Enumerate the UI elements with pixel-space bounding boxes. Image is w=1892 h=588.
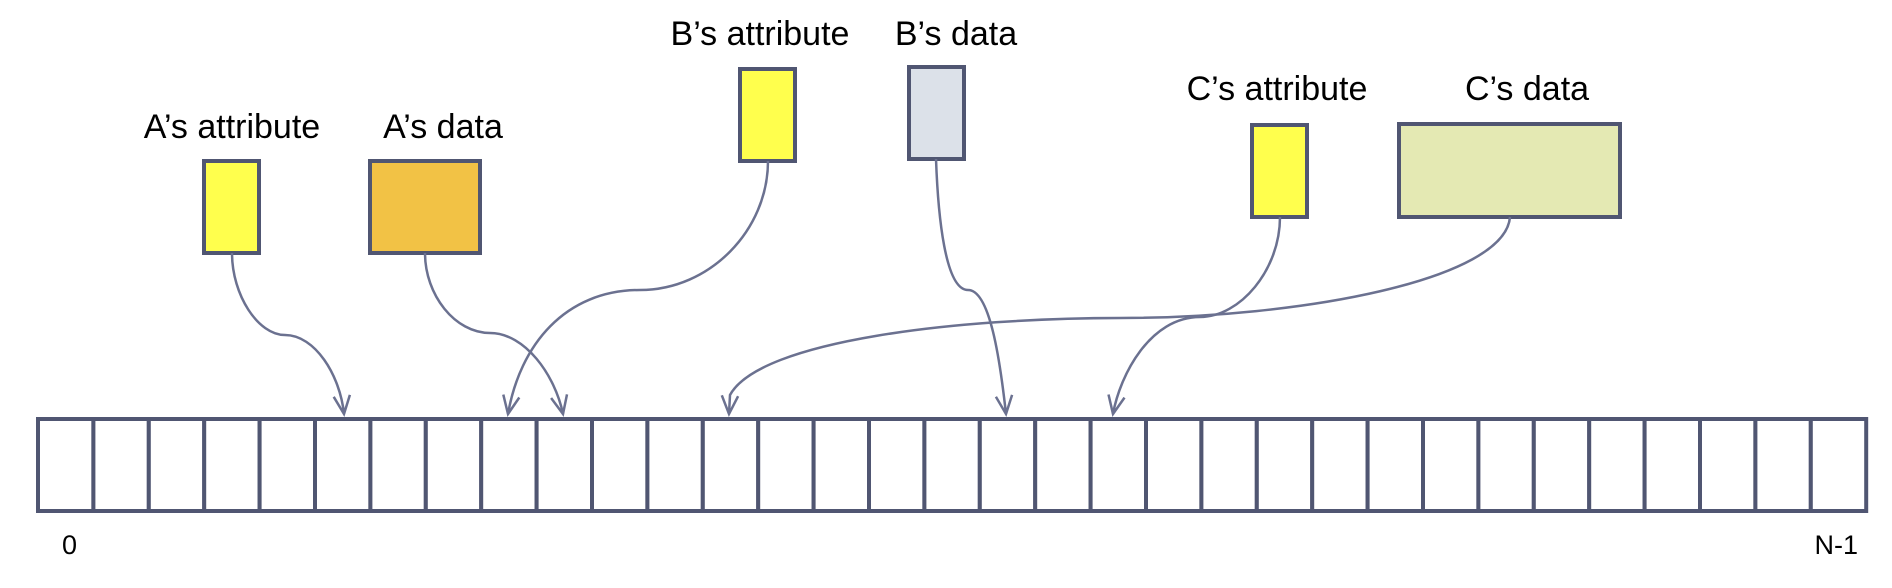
a-attribute-label: A’s attribute <box>144 108 320 146</box>
memory-cell <box>1033 417 1093 513</box>
arrowhead-icon <box>1107 394 1126 418</box>
memory-cell <box>1310 417 1370 513</box>
arrowhead-icon <box>550 394 569 417</box>
memory-cell <box>313 417 373 513</box>
memory-cell <box>368 417 428 513</box>
memory-cell <box>1088 417 1148 513</box>
a-data-pointer <box>423 252 565 415</box>
pointer-arrows <box>230 158 1512 418</box>
memory-cell <box>1808 417 1869 513</box>
memory-cell <box>1365 417 1425 513</box>
memory-cell <box>700 417 761 513</box>
memory-cell <box>1199 417 1259 513</box>
memory-cell <box>756 417 816 513</box>
memory-cell <box>590 417 650 513</box>
b-data-label: B’s data <box>895 15 1017 53</box>
memory-cell <box>867 417 927 513</box>
memory-cell <box>91 417 151 513</box>
arrowhead-icon <box>994 394 1014 418</box>
c-data-label: C’s data <box>1465 70 1589 108</box>
memory-cell <box>1531 417 1592 513</box>
memory-cell <box>645 417 705 513</box>
c-attribute-pointer <box>1111 216 1282 415</box>
start-index-label: 0 <box>62 530 77 560</box>
memory-array <box>36 417 1869 513</box>
memory-cell <box>1753 417 1813 513</box>
memory-cell <box>36 417 96 513</box>
a-attribute-box <box>202 159 261 255</box>
memory-cell <box>1642 417 1702 513</box>
memory-cell <box>1698 417 1758 513</box>
memory-cell <box>1144 417 1204 513</box>
memory-cell <box>922 417 982 513</box>
b-attribute-pointer <box>506 160 770 415</box>
memory-cell <box>1587 417 1647 513</box>
memory-cell <box>423 417 484 513</box>
a-data-box <box>368 159 482 255</box>
b-attribute-label: B’s attribute <box>671 15 850 53</box>
arrowhead-icon <box>502 394 521 418</box>
a-data-label: A’s data <box>383 108 503 146</box>
b-attribute-box <box>738 67 797 163</box>
b-data-box <box>907 65 966 161</box>
c-data-box <box>1397 122 1622 219</box>
memory-cell <box>811 417 871 513</box>
memory-cell <box>977 417 1038 513</box>
b-data-pointer <box>934 158 1008 415</box>
memory-cell <box>1476 417 1536 513</box>
a-attribute-pointer <box>230 252 346 415</box>
arrowhead-icon <box>332 394 352 418</box>
memory-cell <box>202 417 262 513</box>
c-attribute-box <box>1250 123 1309 219</box>
end-index-label: N-1 <box>1814 530 1858 560</box>
arrowhead-icon <box>720 394 740 418</box>
memory-cell <box>534 417 594 513</box>
memory-cell <box>1254 417 1315 513</box>
memory-cell <box>146 417 207 513</box>
c-attribute-label: C’s attribute <box>1187 70 1368 108</box>
memory-cell <box>1421 417 1481 513</box>
memory-cell <box>257 417 318 513</box>
memory-cell <box>479 417 539 513</box>
c-data-pointer <box>727 216 1512 415</box>
